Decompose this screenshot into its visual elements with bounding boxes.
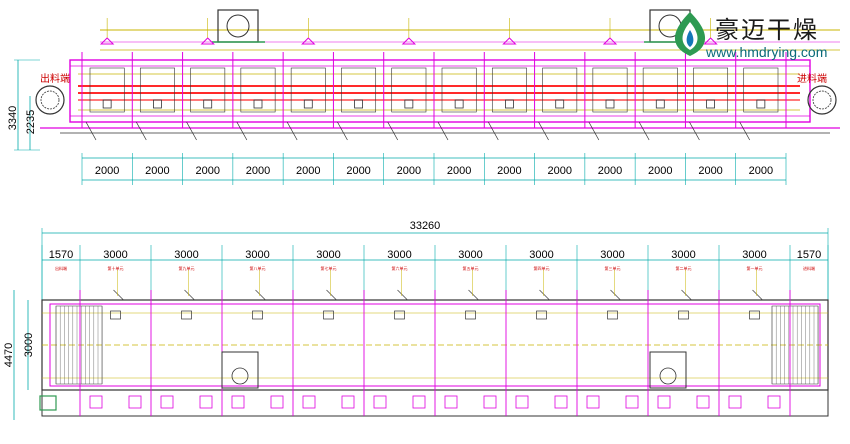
zone-label: 第十单元 bbox=[108, 265, 124, 271]
zone-label: 第八单元 bbox=[250, 265, 266, 271]
section-dim: 2000 bbox=[145, 165, 169, 177]
zone-label: 第五单元 bbox=[463, 265, 479, 271]
section-dim: 2000 bbox=[195, 165, 219, 177]
unit-dim: 3000 bbox=[529, 249, 553, 261]
brand-url: www.hmdrying.com bbox=[705, 44, 827, 60]
section-dim: 2000 bbox=[698, 165, 722, 177]
section-dim: 2000 bbox=[246, 165, 270, 177]
elevation-view: 出料端 进料端 3340 2235 2000 2000 2000 2000 2000 20… bbox=[7, 9, 840, 185]
width-dim-belt: 3000 bbox=[23, 333, 35, 357]
unit-dim: 3000 bbox=[742, 249, 766, 261]
unit-dim: 3000 bbox=[458, 249, 482, 261]
section-dim: 2000 bbox=[296, 165, 320, 177]
unit-dim: 3000 bbox=[316, 249, 340, 261]
zone-label: 第四单元 bbox=[534, 265, 550, 271]
zone-label: 进料端 bbox=[803, 265, 815, 271]
unit-dim: 3000 bbox=[103, 249, 127, 261]
unit-dim: 3000 bbox=[600, 249, 624, 261]
section-dim: 2000 bbox=[648, 165, 672, 177]
section-dim: 2000 bbox=[497, 165, 521, 177]
height-dim-body: 2235 bbox=[25, 110, 37, 134]
zone-label: 第二单元 bbox=[676, 265, 692, 271]
zone-label: 第一单元 bbox=[747, 265, 763, 271]
leaf-drop-icon bbox=[674, 12, 706, 56]
section-dim: 2000 bbox=[447, 165, 471, 177]
plan-view: 33260 1570 出料端 3000 第十单元 3000 第九单元 3000 第八单元 300… bbox=[3, 220, 829, 420]
inlet-label-elevation: 进料端 bbox=[797, 72, 827, 85]
section-dim: 2000 bbox=[749, 165, 773, 177]
unit-dim: 1570 bbox=[797, 249, 821, 261]
width-dim-total: 4470 bbox=[3, 343, 15, 367]
unit-dim: 3000 bbox=[174, 249, 198, 261]
unit-dim: 3000 bbox=[387, 249, 411, 261]
brand-name: 豪迈干燥 bbox=[715, 16, 819, 44]
outlet-label-elevation: 出料端 bbox=[40, 72, 70, 85]
zone-label: 第六单元 bbox=[392, 265, 408, 271]
unit-dim: 1570 bbox=[49, 249, 73, 261]
height-dim-total: 3340 bbox=[7, 106, 19, 130]
zone-label: 第七单元 bbox=[321, 265, 337, 271]
section-dim: 2000 bbox=[598, 165, 622, 177]
unit-dim: 3000 bbox=[245, 249, 269, 261]
total-length-dim: 33260 bbox=[410, 220, 441, 232]
section-dim: 2000 bbox=[346, 165, 370, 177]
zone-label: 出料端 bbox=[55, 265, 67, 271]
section-dim: 2000 bbox=[547, 165, 571, 177]
zone-label: 第九单元 bbox=[179, 265, 195, 271]
section-dim: 2000 bbox=[397, 165, 421, 177]
section-dim: 2000 bbox=[95, 165, 119, 177]
zone-label: 第三单元 bbox=[605, 265, 621, 271]
unit-dim: 3000 bbox=[671, 249, 695, 261]
brand-logo: 豪迈干燥 www.hmdrying.com bbox=[674, 12, 827, 60]
